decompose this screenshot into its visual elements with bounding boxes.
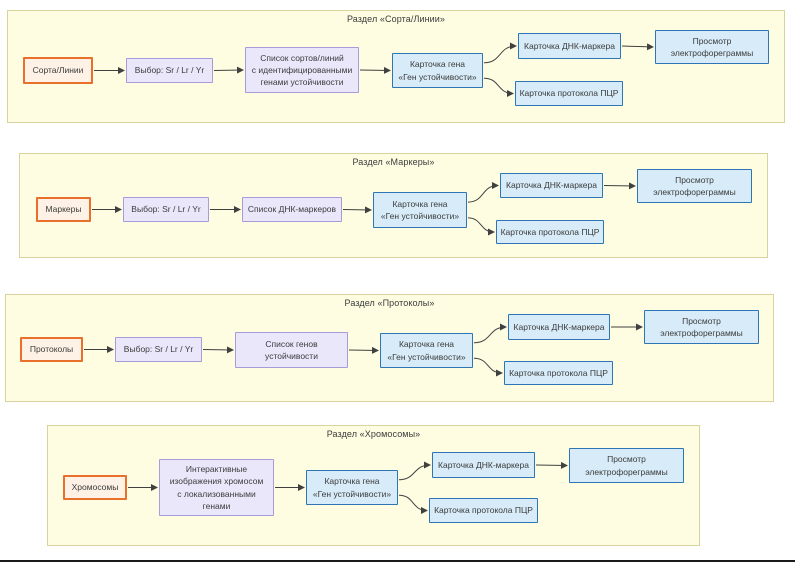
- node-label: Интерактивные изображения хромосом с лок…: [169, 463, 264, 511]
- node-label: Карточка протокола ПЦР: [434, 505, 533, 516]
- node-mk-pcr[interactable]: Карточка протокола ПЦР: [496, 220, 604, 244]
- node-mk-select[interactable]: Выбор: Sr / Lr / Yr: [123, 197, 209, 222]
- section-title: Раздел «Хромосомы»: [326, 429, 421, 439]
- node-mk-entry[interactable]: Маркеры: [36, 197, 91, 222]
- node-sl-select[interactable]: Выбор: Sr / Lr / Yr: [126, 58, 213, 83]
- node-label: Карточка гена «Ген устойчивости»: [387, 339, 466, 362]
- node-pr-select[interactable]: Выбор: Sr / Lr / Yr: [115, 337, 202, 362]
- node-label: Маркеры: [45, 204, 82, 215]
- node-sl-list[interactable]: Список сортов/линий с идентифицированным…: [245, 47, 359, 93]
- node-pr-gene[interactable]: Карточка гена «Ген устойчивости»: [380, 333, 473, 368]
- node-label: Карточка ДНК-маркера: [513, 321, 605, 332]
- node-label: Выбор: Sr / Lr / Yr: [131, 204, 201, 215]
- node-mk-list[interactable]: Список ДНК-маркеров: [242, 197, 342, 222]
- node-pr-pcr[interactable]: Карточка протокола ПЦР: [504, 361, 613, 385]
- node-label: Просмотр электрофореграммы: [653, 174, 736, 197]
- node-sl-gene[interactable]: Карточка гена «Ген устойчивости»: [392, 53, 483, 88]
- node-mk-marker[interactable]: Карточка ДНК-маркера: [500, 173, 603, 198]
- node-pr-view[interactable]: Просмотр электрофореграммы: [644, 310, 759, 344]
- node-label: Просмотр электрофореграммы: [670, 35, 754, 58]
- node-label: Просмотр электрофореграммы: [660, 315, 743, 338]
- node-mk-gene[interactable]: Карточка гена «Ген устойчивости»: [373, 192, 467, 228]
- node-ch-view[interactable]: Просмотр электрофореграммы: [569, 448, 684, 483]
- node-sl-pcr[interactable]: Карточка протокола ПЦР: [515, 81, 623, 106]
- node-label: Выбор: Sr / Lr / Yr: [134, 65, 205, 76]
- node-ch-pcr[interactable]: Карточка протокола ПЦР: [429, 498, 538, 523]
- node-label: Список сортов/линий с идентифицированным…: [251, 52, 353, 88]
- node-ch-marker[interactable]: Карточка ДНК-маркера: [432, 452, 535, 478]
- node-label: Хромосомы: [71, 482, 119, 493]
- node-sl-entry[interactable]: Сорта/Линии: [23, 57, 93, 84]
- section-title: Раздел «Маркеры»: [352, 157, 435, 167]
- node-pr-entry[interactable]: Протоколы: [20, 337, 83, 362]
- node-ch-images[interactable]: Интерактивные изображения хромосом с лок…: [159, 459, 274, 516]
- section-title: Раздел «Протоколы»: [344, 298, 435, 308]
- node-label: Карточка протокола ПЦР: [519, 88, 619, 99]
- node-pr-list[interactable]: Список генов устойчивости: [235, 332, 348, 368]
- node-sl-view[interactable]: Просмотр электрофореграммы: [655, 30, 769, 64]
- node-label: Протоколы: [29, 344, 74, 355]
- node-ch-entry[interactable]: Хромосомы: [63, 475, 127, 500]
- node-label: Карточка гена «Ген устойчивости»: [380, 198, 460, 221]
- node-mk-view[interactable]: Просмотр электрофореграммы: [637, 169, 752, 203]
- node-ch-gene[interactable]: Карточка гена «Ген устойчивости»: [306, 470, 398, 505]
- node-label: Карточка гена «Ген устойчивости»: [312, 476, 392, 499]
- node-label: Список ДНК-маркеров: [247, 204, 337, 215]
- node-label: Карточка ДНК-маркера: [524, 40, 615, 51]
- node-label: Карточка протокола ПЦР: [500, 226, 600, 237]
- node-label: Просмотр электрофореграммы: [585, 454, 668, 477]
- node-label: Карточка ДНК-маркера: [506, 180, 597, 191]
- bottom-border-bar: [0, 560, 795, 562]
- node-label: Выбор: Sr / Lr / Yr: [123, 344, 194, 355]
- node-pr-marker[interactable]: Карточка ДНК-маркера: [508, 314, 610, 340]
- node-label: Карточка протокола ПЦР: [509, 367, 608, 378]
- node-label: Сорта/Линии: [32, 65, 84, 76]
- section-title: Раздел «Сорта/Линии»: [346, 14, 446, 24]
- node-label: Карточка гена «Ген устойчивости»: [398, 59, 477, 82]
- node-label: Карточка ДНК-маркера: [438, 459, 529, 470]
- node-sl-marker[interactable]: Карточка ДНК-маркера: [518, 33, 621, 59]
- node-label: Список генов устойчивости: [265, 338, 318, 361]
